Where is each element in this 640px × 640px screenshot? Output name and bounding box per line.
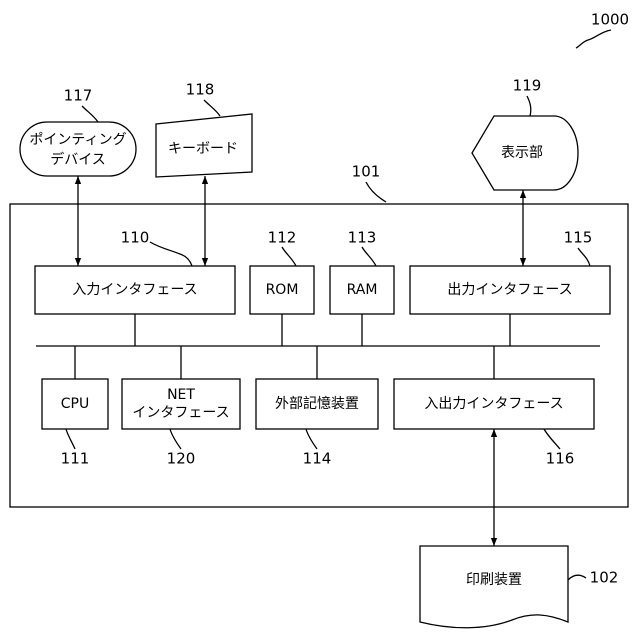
keyboard-leader: [204, 100, 220, 116]
display-leader: [527, 96, 531, 116]
input-interface-label: 入力インタフェース: [72, 282, 197, 298]
output-interface-label: 出力インタフェース: [447, 282, 572, 298]
io-interface-block: 入出力インタフェース: [394, 379, 594, 429]
external-storage-label: 外部記憶装置: [275, 395, 359, 412]
cpu-label: CPU: [61, 396, 89, 412]
net-interface-block: NET インタフェース: [122, 379, 240, 429]
figure-ref-label: 1000: [591, 11, 629, 29]
printer-label: 印刷装置: [466, 572, 522, 588]
printer-leader: [568, 575, 586, 580]
cpu-block: CPU: [42, 379, 108, 429]
display-block: 表示部: [472, 116, 578, 190]
keyboard-ref: 118: [186, 81, 215, 99]
output-interface-ref: 115: [564, 229, 593, 247]
external-storage-block: 外部記憶装置: [256, 379, 378, 429]
pointing-device-block: ポインティング デバイス: [20, 122, 136, 176]
input-interface-ref: 110: [121, 229, 150, 247]
pointing-device-ref: 117: [64, 87, 93, 105]
pointing-device-leader: [82, 106, 98, 122]
rom-label: ROM: [266, 282, 299, 298]
ram-block: RAM: [330, 266, 394, 314]
net-interface-label-line2: インタフェース: [132, 405, 229, 421]
io-interface-label: 入出力インタフェース: [424, 396, 563, 412]
system-ref-leader: [366, 182, 386, 202]
ram-ref: 113: [348, 229, 377, 247]
io-interface-ref: 116: [546, 450, 575, 468]
cpu-ref: 111: [61, 450, 90, 468]
printer-ref: 102: [590, 569, 619, 587]
net-interface-label-line1: NET: [167, 387, 195, 403]
keyboard-block: キーボード: [156, 114, 252, 177]
rom-ref: 112: [268, 229, 297, 247]
system-ref-label: 101: [352, 163, 381, 181]
external-storage-ref: 114: [303, 450, 332, 468]
ram-label: RAM: [347, 282, 378, 298]
printer-block: 印刷装置: [420, 546, 568, 628]
pointing-device-label-line2: デバイス: [50, 151, 106, 168]
net-interface-ref: 120: [167, 450, 196, 468]
keyboard-label: キーボード: [168, 141, 238, 157]
display-label: 表示部: [501, 145, 543, 161]
rom-block: ROM: [250, 266, 314, 314]
display-ref: 119: [513, 77, 542, 95]
output-interface-block: 出力インタフェース: [410, 266, 610, 314]
figure-ref-leader: [576, 30, 611, 48]
input-interface-block: 入力インタフェース: [35, 266, 235, 314]
pointing-device-label-line1: ポインティング: [29, 132, 126, 148]
